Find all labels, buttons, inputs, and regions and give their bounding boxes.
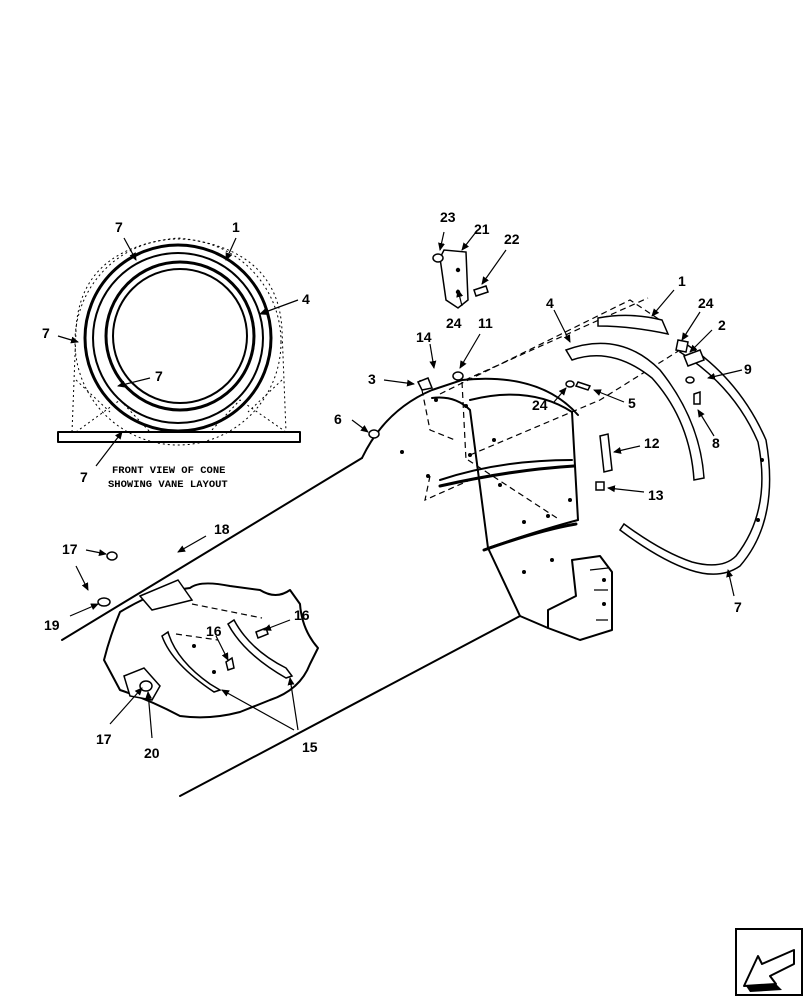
front-view-inset: 7 1 4 7 7 7 FRONT VIEW OF CONE SHOWING V… [42, 219, 310, 491]
inset-callout-4: 4 [302, 291, 310, 307]
callout-23: 23 [440, 209, 456, 225]
callout-5: 5 [628, 395, 636, 411]
vane-parts [564, 314, 771, 575]
callout-6: 6 [334, 411, 342, 427]
callout-8: 8 [712, 435, 720, 451]
callout-21: 21 [474, 221, 490, 237]
callout-1: 1 [678, 273, 686, 289]
callout-3: 3 [368, 371, 376, 387]
callout-2: 2 [718, 317, 726, 333]
callout-12: 12 [644, 435, 660, 451]
callout-24-b: 24 [698, 295, 714, 311]
inset-callout-7-bottom: 7 [80, 469, 88, 485]
caption-line-2: SHOWING VANE LAYOUT [108, 479, 228, 491]
callout-9: 9 [744, 361, 752, 377]
callout-22: 22 [504, 231, 520, 247]
callout-18: 18 [214, 521, 230, 537]
callout-17-a: 17 [62, 541, 78, 557]
callout-16-a: 16 [294, 607, 310, 623]
callout-19: 19 [44, 617, 60, 633]
callout-11: 11 [478, 315, 493, 331]
inset-callout-7-top: 7 [115, 219, 123, 235]
caption-line-1: FRONT VIEW OF CONE [112, 465, 225, 477]
callout-14: 14 [416, 329, 432, 345]
callout-24-c: 24 [532, 397, 548, 413]
inset-callout-1: 1 [232, 219, 240, 235]
callout-24-a: 24 [446, 315, 462, 331]
callout-7: 7 [734, 599, 742, 615]
callout-16-b: 16 [206, 623, 222, 639]
inset-callout-7-left: 7 [42, 325, 50, 341]
cone-body [61, 377, 613, 797]
callout-13: 13 [648, 487, 664, 503]
explode-lines [419, 297, 681, 521]
callout-numbers: 23 21 22 24 14 11 3 6 1 4 24 2 9 24 5 8 … [44, 209, 752, 761]
cone-holes [400, 398, 572, 574]
callout-leaders [69, 231, 743, 739]
callout-17-b: 17 [96, 731, 112, 747]
callout-15: 15 [302, 739, 318, 755]
inset-callout-7-inner: 7 [155, 368, 163, 384]
next-page-arrow-icon[interactable] [735, 928, 803, 996]
callout-4: 4 [546, 295, 554, 311]
callout-20: 20 [144, 745, 160, 761]
